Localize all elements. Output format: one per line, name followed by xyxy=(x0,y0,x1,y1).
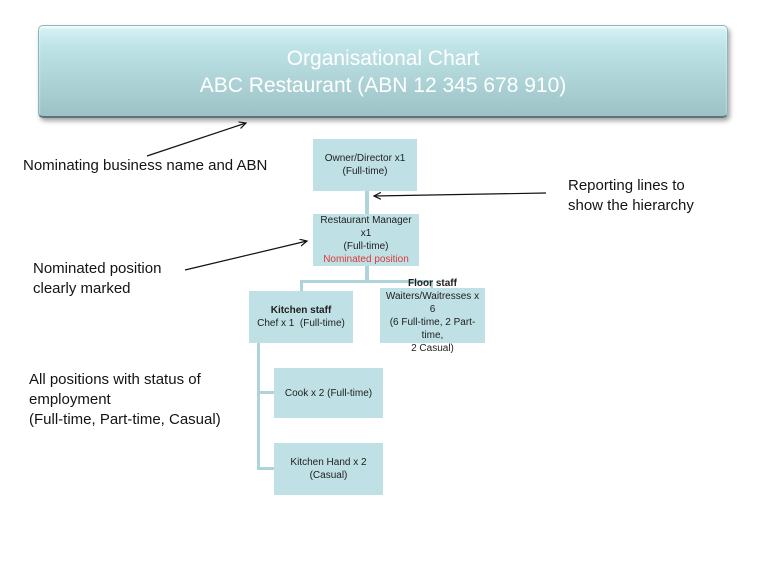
connector-kitchen-down xyxy=(257,343,260,470)
node-text: (Full-time) xyxy=(343,241,389,252)
annotation-text: Nominated position xyxy=(33,260,162,277)
annotation-text: Reporting lines to xyxy=(568,177,685,194)
node-text: (Casual) xyxy=(309,470,348,481)
annotation-text: Nominating business name and ABN xyxy=(23,157,268,174)
node-title: Kitchen staff xyxy=(270,305,332,316)
node-text: Cook x 2 (Full-time) xyxy=(284,387,373,399)
connector-stub-kitchen-hand xyxy=(257,467,274,470)
arrow-reporting-lines xyxy=(374,193,547,196)
org-node-kitchen-staff: Kitchen staff Chef x 1 (Full-time) xyxy=(249,291,353,343)
node-text: (6 Full-time, 2 Part-time, xyxy=(389,316,476,341)
node-text: Kitchen Hand x 2 xyxy=(290,457,367,468)
annotation-nominated-position: Nominated position clearly marked xyxy=(33,259,161,299)
connector-owner-to-manager xyxy=(365,191,369,215)
connector-stub-kitchen xyxy=(300,280,303,291)
connector-branch-horizontal xyxy=(300,280,433,283)
org-node-restaurant-manager: Restaurant Manager x1 (Full-time) Nomina… xyxy=(313,214,419,266)
annotation-text: show the hierarchy xyxy=(568,197,694,214)
annotation-nominating-abn: Nominating business name and ABN xyxy=(23,156,267,176)
connector-stub-floor xyxy=(430,280,433,289)
org-node-kitchen-hand: Kitchen Hand x 2 (Casual) xyxy=(274,443,383,495)
node-text: Restaurant Manager x1 xyxy=(320,215,415,239)
org-node-floor-staff: Floor staff Waiters/Waitresses x 6 (6 Fu… xyxy=(380,278,485,354)
node-text: (Full-time) xyxy=(342,166,388,177)
arrow-nominating-abn xyxy=(146,123,246,157)
annotation-text: employment xyxy=(29,391,111,408)
annotation-text: (Full-time, Part-time, Casual) xyxy=(29,411,221,428)
arrow-nominated-position xyxy=(184,241,307,271)
connector-manager-down xyxy=(365,266,369,281)
annotation-reporting-lines: Reporting lines to show the hierarchy xyxy=(568,176,694,216)
node-text: Owner/Director x1 xyxy=(324,153,406,164)
annotation-positions-status: All positions with status of employment … xyxy=(29,370,221,430)
title-banner: Organisational Chart ABC Restaurant (ABN… xyxy=(38,25,728,118)
org-node-owner-director: Owner/Director x1 (Full-time) xyxy=(313,139,417,191)
node-text: Waiters/Waitresses x 6 xyxy=(385,290,482,315)
connector-stub-cook xyxy=(257,391,274,394)
org-node-cook: Cook x 2 (Full-time) xyxy=(274,368,383,418)
node-text: Chef x 1 (Full-time) xyxy=(257,318,345,329)
nominated-position-label: Nominated position xyxy=(323,254,409,265)
banner-title-line1: Organisational Chart xyxy=(286,47,480,70)
banner-title-line2: ABC Restaurant (ABN 12 345 678 910) xyxy=(199,74,567,97)
annotation-text: All positions with status of xyxy=(29,371,201,388)
node-title: Floor staff xyxy=(408,277,457,289)
annotation-text: clearly marked xyxy=(33,280,131,297)
node-text: 2 Casual) xyxy=(411,342,454,354)
